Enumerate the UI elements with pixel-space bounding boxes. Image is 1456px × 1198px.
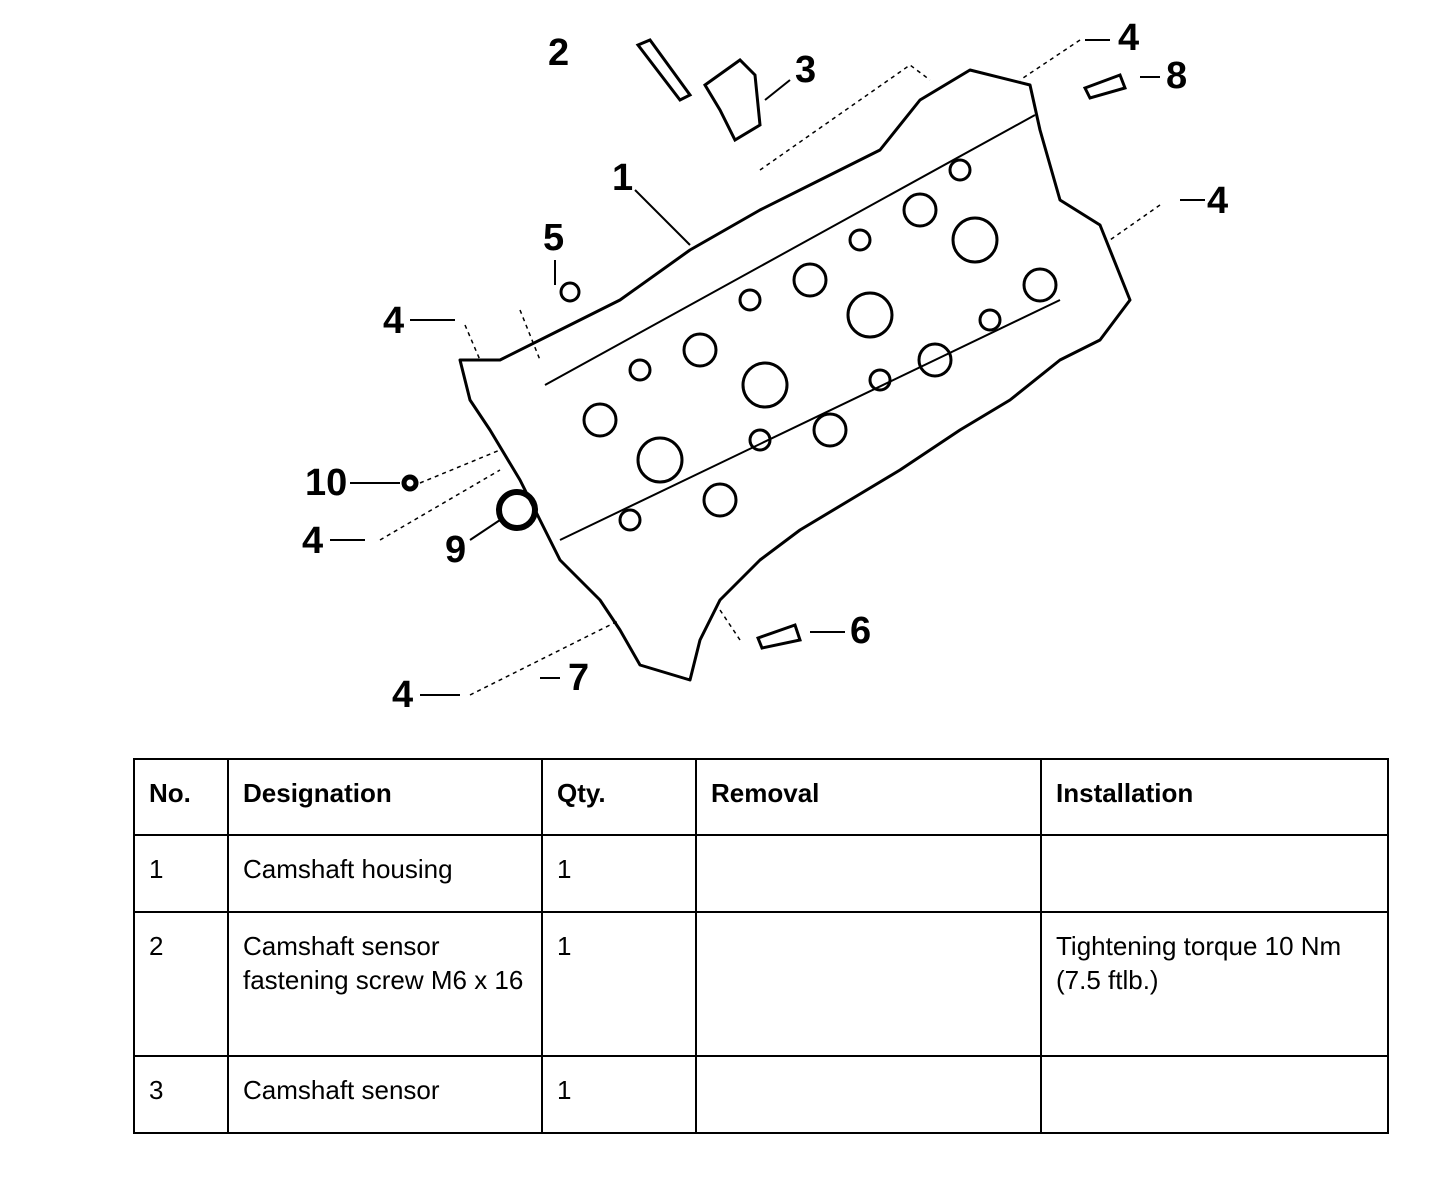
cell-removal [695,1055,1042,1134]
cell-qty: 1 [541,911,697,1057]
parts-table: No. Designation Qty. Removal Installatio… [133,758,1389,1134]
cell-qty: 1 [541,1055,697,1134]
callout-4-right: 4 [1207,180,1228,222]
callout-8: 8 [1166,55,1187,97]
callout-6: 6 [850,610,871,652]
cell-designation: Camshaft housing [227,834,543,913]
cell-no: 1 [133,834,229,913]
sensor-screw-shape [635,38,693,102]
header-designation: Designation [227,758,543,836]
cell-qty: 1 [541,834,697,913]
cell-no: 2 [133,911,229,1057]
callout-9: 9 [445,529,466,571]
header-installation: Installation [1040,758,1389,836]
callout-10: 10 [305,462,347,504]
camshaft-housing-illustration: 2 3 4 8 1 4 5 4 10 4 9 6 7 4 [302,17,1228,716]
camshaft-housing-outline [458,68,1132,682]
callout-4-top: 4 [1118,17,1139,59]
table-header-row: No. Designation Qty. Removal Installatio… [133,758,1389,836]
table-row: 2 Camshaft sensor fastening screw M6 x 1… [133,911,1389,1057]
camshaft-sensor-shape [703,58,762,143]
cell-removal [695,911,1042,1057]
cell-designation: Camshaft sensor [227,1055,543,1134]
callout-7: 7 [568,657,589,699]
cell-designation: Camshaft sensor fastening screw M6 x 16 [227,911,543,1057]
header-qty: Qty. [541,758,697,836]
callout-4-bottom: 4 [392,674,413,716]
cell-installation [1040,834,1389,913]
callout-4-lower-left: 4 [302,520,323,562]
cell-installation: Tightening torque 10 Nm (7.5 ftlb.) [1040,911,1389,1057]
cell-installation [1040,1055,1389,1134]
header-removal: Removal [695,758,1042,836]
table-row: 1 Camshaft housing 1 [133,834,1389,913]
callout-2: 2 [548,32,569,74]
callout-3: 3 [795,49,816,91]
exploded-view-diagram: 2 3 4 8 1 4 5 4 10 4 9 6 7 4 [302,17,1228,716]
seal-ring-shape [496,489,538,531]
header-no: No. [133,758,229,836]
cell-no: 3 [133,1055,229,1134]
cell-removal [695,834,1042,913]
callout-5: 5 [543,217,564,259]
table-row: 3 Camshaft sensor 1 [133,1055,1389,1134]
bearing-bores [582,158,1058,532]
callout-1: 1 [612,157,633,199]
callout-4-left: 4 [383,300,404,342]
